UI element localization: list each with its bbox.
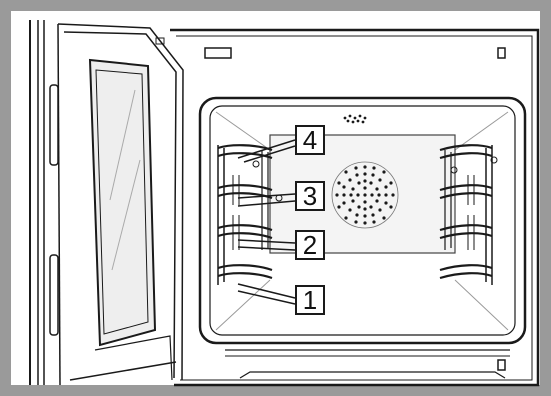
shelf-label-1: 1: [295, 285, 325, 315]
shelf-label-3: 3: [295, 181, 325, 211]
shelf-label-4: 4: [295, 125, 325, 155]
oven-cavity: [200, 98, 525, 343]
shelf-label-2: 2: [295, 230, 325, 260]
